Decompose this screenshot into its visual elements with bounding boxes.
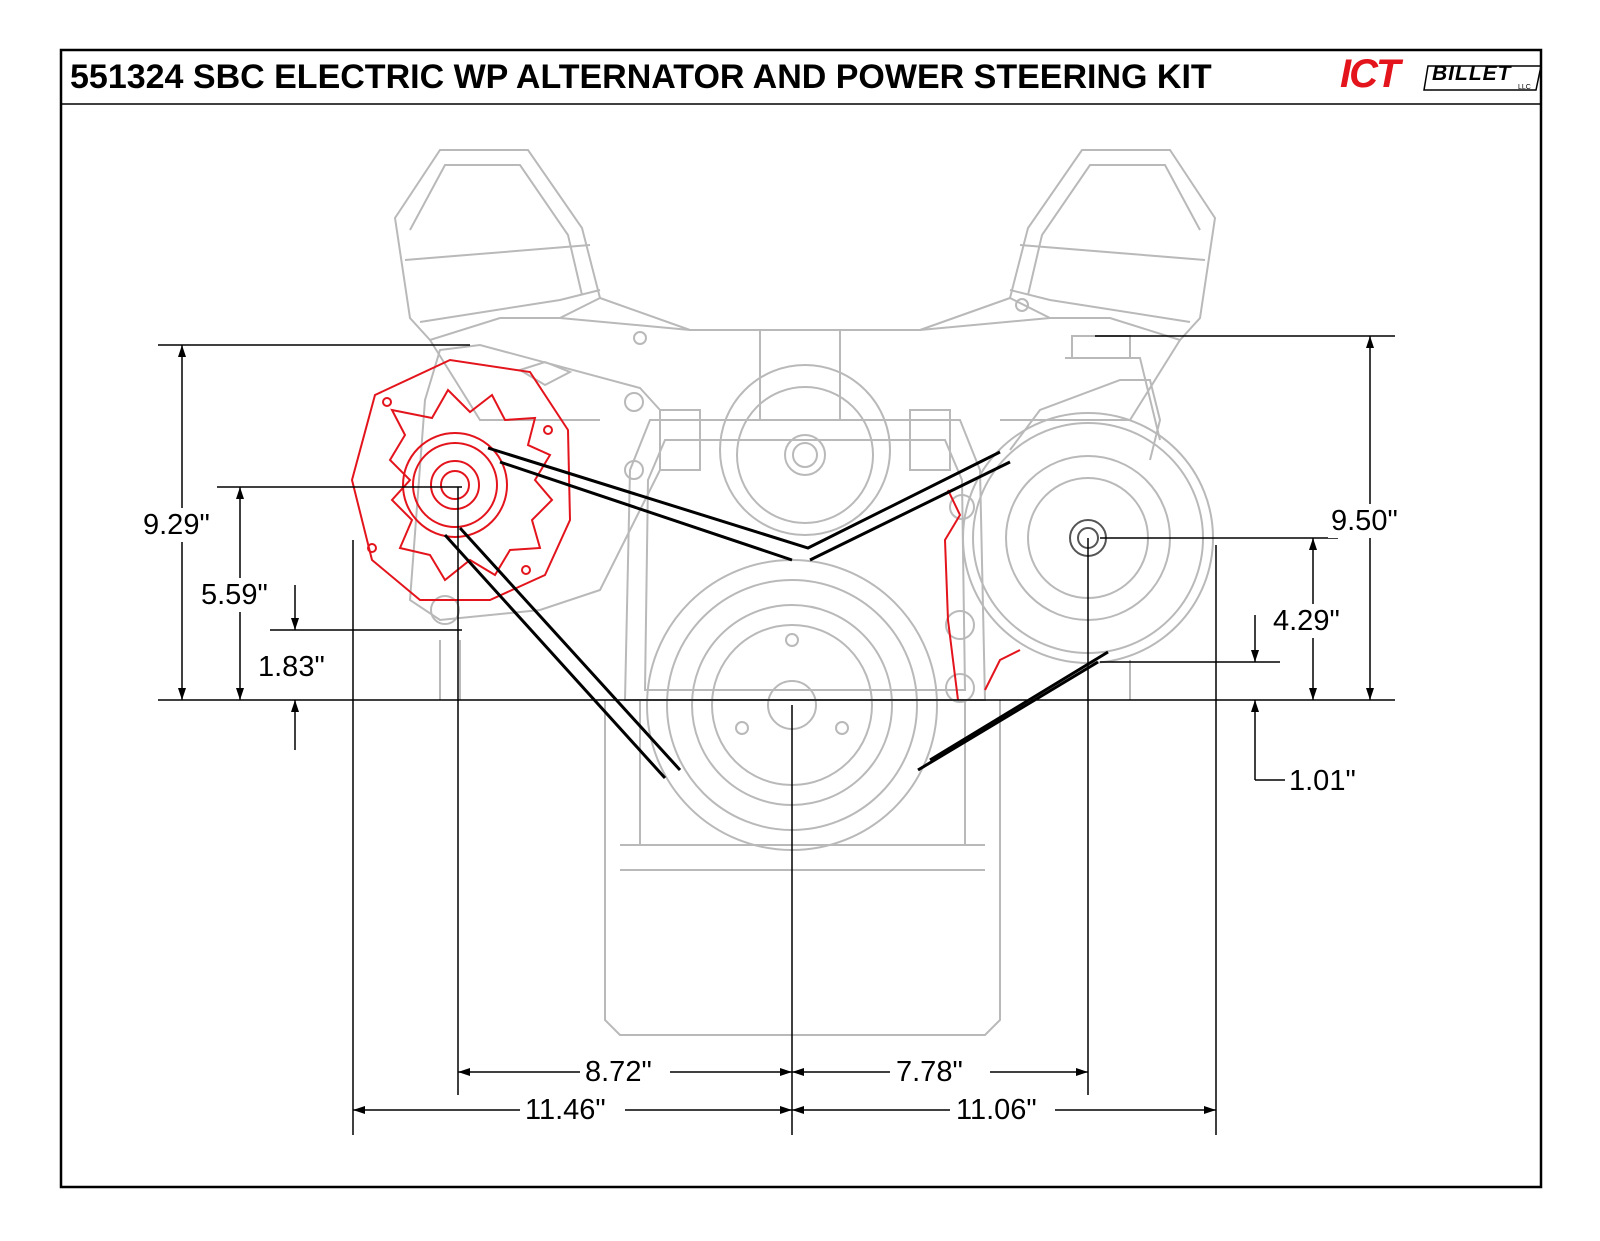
dim-label-5-59: 5.59" [198,578,271,612]
dim-label-7-78: 7.78" [893,1055,966,1089]
ps-bracket-red-edge [943,489,962,701]
ict-billet-logo: ICT BILLET LLC [1336,52,1546,98]
water-pump-housing [719,364,891,536]
logo-llc-text: LLC [1518,84,1531,91]
dimension-lines [158,335,1395,1135]
serpentine-belt [443,446,1109,780]
dim-label-9-29: 9.29" [140,508,213,542]
drawing-title: 551324 SBC ELECTRIC WP ALTERNATOR AND PO… [70,58,1212,96]
logo-ict-text: ICT [1340,52,1400,96]
alternator [350,358,1021,701]
alternator-fan [388,388,554,582]
alternator-case [350,358,572,601]
dim-label-4-29: 4.29" [1270,604,1343,638]
drawing-border [59,48,1543,1189]
logo-billet-text: BILLET [1432,62,1512,85]
alternator-bracket [408,343,661,622]
dim-label-8-72: 8.72" [582,1055,655,1089]
dim-label-11-06: 11.06" [953,1093,1040,1127]
dim-label-11-46: 11.46" [522,1093,609,1127]
dim-label-1-01: 1.01" [1286,764,1359,798]
logo-frame [1423,65,1542,91]
dim-label-9-50: 9.50" [1328,504,1401,538]
alternator-pulley [402,432,508,538]
oil-pan [604,700,1001,1036]
ps-reservoir-cap [1071,335,1131,359]
left-valve-cover [393,149,602,342]
dim-label-1-83: 1.83" [255,650,328,684]
right-valve-cover [1008,149,1217,342]
power-steering-bracket [1009,379,1162,461]
